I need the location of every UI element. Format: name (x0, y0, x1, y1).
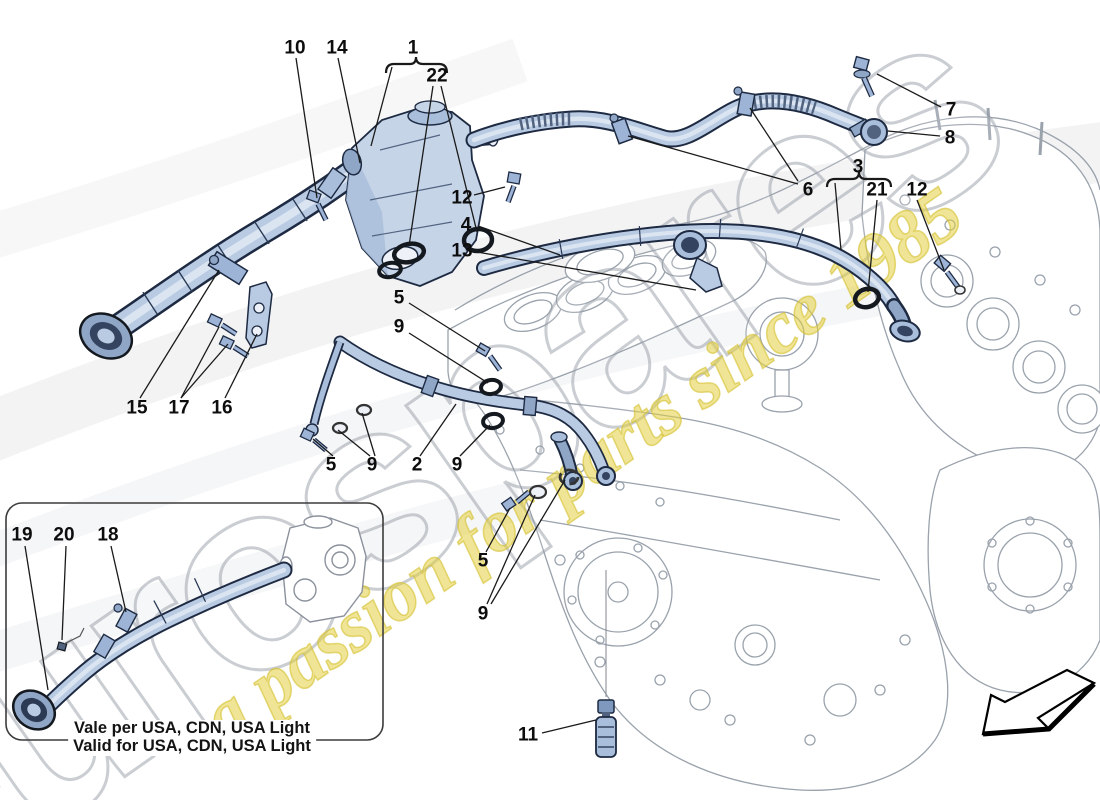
direction-arrow (981, 668, 1097, 737)
callout-7: 7 (945, 99, 957, 121)
callout-9-right: 9 (477, 603, 489, 625)
callout-12-left: 12 (451, 187, 473, 209)
inset-note-line-2: Valid for USA, CDN, USA Light (68, 737, 316, 756)
callout-8: 8 (944, 127, 956, 149)
callout-14: 14 (326, 37, 348, 59)
part-top-corrugated-hose (465, 55, 888, 149)
part-hose-3-assembly (476, 171, 966, 343)
callout-4: 4 (460, 214, 472, 236)
callout-11: 11 (517, 724, 539, 746)
callout-9-row-b: 9 (451, 454, 463, 476)
part-sensor-11 (595, 699, 617, 758)
callout-22: 22 (426, 65, 448, 87)
part-oil-separator-1 (341, 100, 499, 287)
callout-1: 1 (407, 37, 419, 59)
part-clamp-and-bracket-15-16-17 (206, 250, 273, 359)
inset-note-line-1: Vale per USA, CDN, USA Light (69, 719, 315, 738)
callout-13: 13 (451, 240, 473, 262)
callout-21: 21 (866, 179, 888, 201)
callout-5-mid: 5 (393, 287, 405, 309)
callout-17: 17 (168, 397, 190, 419)
callout-12-right: 12 (906, 179, 928, 201)
callout-5-row: 5 (325, 454, 337, 476)
part-breather-hose-15 (78, 153, 374, 360)
callout-19: 19 (11, 524, 33, 546)
callout-3: 3 (852, 156, 864, 178)
callout-16: 16 (211, 397, 233, 419)
callout-brackets (384, 56, 893, 188)
callout-5-right: 5 (477, 550, 489, 572)
callout-6: 6 (802, 179, 814, 201)
callout-20: 20 (53, 524, 75, 546)
callout-10: 10 (284, 37, 306, 59)
callout-9-mid: 9 (393, 316, 405, 338)
callout-15: 15 (126, 397, 148, 419)
callout-18: 18 (97, 524, 119, 546)
callout-9-row-a: 9 (366, 454, 378, 476)
part-hose-2-assembly (299, 335, 616, 512)
callout-2: 2 (411, 454, 423, 476)
leader-lines (24, 57, 945, 734)
inset-box (5, 502, 384, 741)
part-bolt-10 (305, 189, 329, 222)
